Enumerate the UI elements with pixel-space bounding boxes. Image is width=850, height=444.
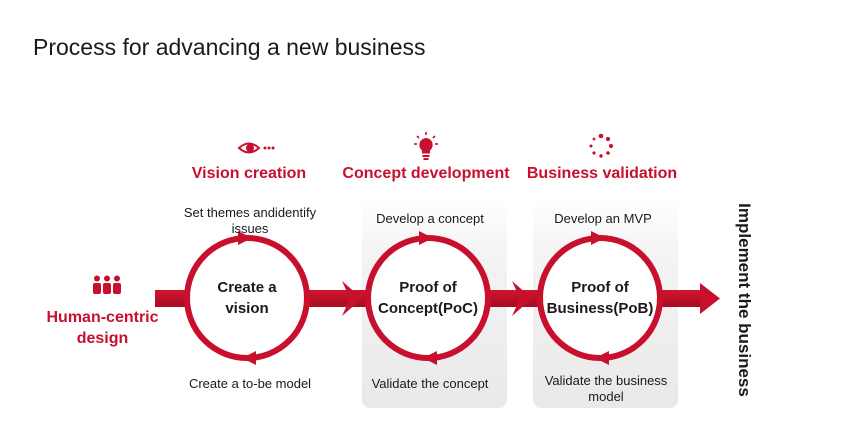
phase-title-vision: Vision creation — [191, 165, 307, 182]
lightbulb-icon — [414, 132, 438, 160]
circle-label-poc: Proof of Concept(PoC) — [378, 279, 478, 317]
flow-chevron-2 — [512, 281, 532, 316]
phase-title-concept: Concept development — [342, 165, 510, 182]
cycle-arrow-bottom-2 — [423, 351, 437, 365]
cycle-arrow-bottom-1 — [242, 351, 256, 365]
phase-title-business: Business validation — [526, 165, 678, 182]
page-title: Process for advancing a new business — [33, 34, 426, 60]
people-icon — [93, 275, 121, 294]
circle-label-pob: Proof of Business(PoB) — [546, 279, 654, 317]
step-set-themes: Set themes andidentify issues — [183, 205, 317, 236]
circle-label-vision: Create a vision — [217, 279, 277, 317]
cycle-arrow-bottom-3 — [595, 351, 609, 365]
step-create-to-be-model: Create a to-be model — [188, 376, 312, 391]
cycle-arrow-top-3 — [591, 231, 605, 245]
loading-dots-icon — [589, 133, 613, 158]
step-develop-mvp: Develop an MVP — [554, 211, 652, 226]
eye-icon — [237, 142, 275, 154]
cycle-arrow-top-1 — [238, 231, 252, 245]
implement-business-label: Implement the business — [735, 203, 754, 397]
step-validate-business-model: Validate the business model — [544, 373, 668, 404]
step-validate-concept: Validate the concept — [371, 376, 489, 391]
cycle-arrow-top-2 — [419, 231, 433, 245]
human-centric-design-label: Human-centric design — [46, 309, 159, 347]
step-develop-concept: Develop a concept — [376, 211, 484, 226]
flow-end-arrow — [700, 283, 720, 314]
flow-chevron-1 — [342, 281, 362, 316]
